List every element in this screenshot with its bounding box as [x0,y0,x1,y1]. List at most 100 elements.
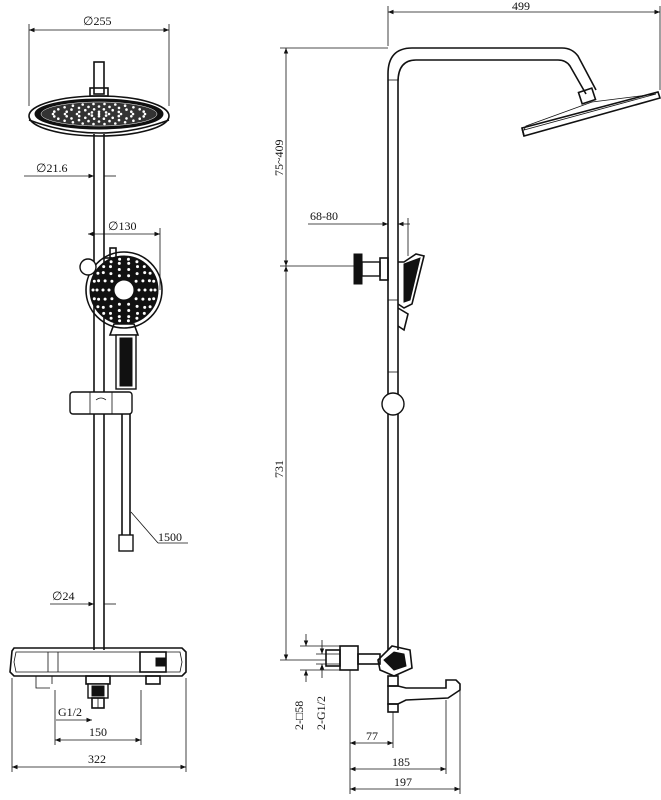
hand-nozzle-dot [127,302,131,306]
hand-nozzle-dot [110,297,114,301]
nozzle-dot [102,117,106,120]
nozzle-dot [108,105,111,109]
dim-hose-length: 1500 [158,530,182,544]
nozzle-dot [87,119,90,123]
nozzle-dot [103,102,106,106]
nozzle-dot [108,119,111,123]
hand-nozzle-dot [134,279,138,283]
nozzle-dot [132,106,135,109]
hand-nozzle-dot [141,279,145,283]
nozzle-dot [63,112,67,116]
nozzle-dot [123,121,127,124]
nozzle-dot [104,111,108,114]
dim-spout-77: 77 [366,729,378,743]
dim-inlet-thread: G1/2 [58,705,82,719]
nozzle-dot [114,103,117,106]
nozzle-dot [77,110,81,114]
nozzle-dot [142,115,145,118]
nozzle-dot [143,112,147,116]
side-dimensions: 499 75~409 731 68-80 2-□58 [272,0,661,794]
hand-nozzle-dot [101,305,105,309]
nozzle-dot [53,110,56,113]
hand-nozzle-dot [152,279,156,283]
nozzle-dot [75,112,79,116]
nozzle-dot [132,119,135,122]
nozzle-dot [117,118,121,122]
nozzle-dot [90,114,94,117]
overhead-shower-front [28,61,170,137]
nozzle-dot [57,117,60,120]
hand-nozzle-dot [97,279,101,283]
nozzle-dot [117,110,121,114]
nozzle-dot [138,108,141,111]
hand-nozzle-dot [109,316,113,320]
nozzle-dot [65,110,68,113]
hand-nozzle-dot [143,288,147,292]
nozzle-dot [92,102,95,106]
hand-nozzle-dot [117,268,121,271]
nozzle-dot [114,122,117,125]
nozzle-dot [77,118,81,122]
nozzle-dot [125,117,128,120]
dim-spout-185: 185 [392,755,410,769]
nozzle-dot [97,105,101,108]
hand-nozzle-dot [96,305,100,309]
spray-nozzles [51,102,147,126]
hand-nozzle-dot [101,288,105,292]
hand-nozzle-dot [92,297,96,301]
hand-nozzle-dot [142,311,146,315]
hand-nozzle-dot [91,288,95,292]
hand-spray-nozzles [91,257,157,323]
nozzle-dot [92,108,96,111]
nozzle-dot [102,108,106,111]
hand-nozzle-dot [127,274,131,278]
nozzle-dot [142,110,145,113]
hand-nozzle-dot [126,319,130,323]
hand-nozzle-dot [126,257,130,261]
nozzle-dot [81,122,84,125]
nozzle-dot [97,110,101,114]
hand-nozzle-dot [109,260,113,264]
nozzle-dot [111,116,114,120]
dim-bar-diameter: ∅24 [52,589,74,603]
hand-nozzle-dot [127,261,131,265]
dim-head-height-range: 75~409 [272,140,286,177]
hand-nozzle-dot [135,272,139,276]
hand-nozzle-dot [117,261,121,265]
hand-shower-front [79,247,163,390]
nozzle-dot [92,117,96,120]
hand-nozzle-dot [101,271,105,275]
hand-nozzle-dot [118,319,122,323]
nozzle-dot [117,106,121,110]
dim-spout-197: 197 [394,775,412,789]
hand-nozzle-dot [147,279,151,283]
hand-nozzle-dot [148,305,152,309]
hand-nozzle-dot [135,260,139,264]
hand-nozzle-dot [136,311,139,315]
hand-nozzle-dot [103,279,107,283]
hand-nozzle-dot [107,288,111,292]
hand-nozzle-dot [147,297,151,301]
dim-arm-reach: 499 [512,0,530,13]
nozzle-dot [65,115,68,118]
nozzle-dot [117,114,121,118]
nozzle-dot [130,115,133,118]
hand-nozzle-dot [137,288,141,292]
dim-pipe-diameter: ∅21.6 [36,161,67,175]
hand-nozzle-dot [102,265,106,269]
nozzle-dot [111,108,114,112]
front-view: ∅255 ∅21.6 ∅130 1500 ∅24 G1/2 15 [9,14,188,772]
nozzle-dot [107,112,111,116]
diverter-knob-side [353,253,389,285]
nozzle-dot [71,104,75,107]
front-dimensions: ∅255 ∅21.6 ∅130 1500 ∅24 G1/2 15 [11,14,188,772]
nozzle-dot [97,112,101,116]
hand-nozzle-dot [117,274,121,278]
nozzle-dot [123,104,127,107]
dim-wall-offset: 68-80 [310,209,338,223]
hand-nozzle-dot [109,265,112,269]
dim-hand-shower-diameter: ∅130 [108,219,136,233]
hand-nozzle-dot [117,315,121,319]
dim-head-diameter: ∅255 [83,14,111,28]
